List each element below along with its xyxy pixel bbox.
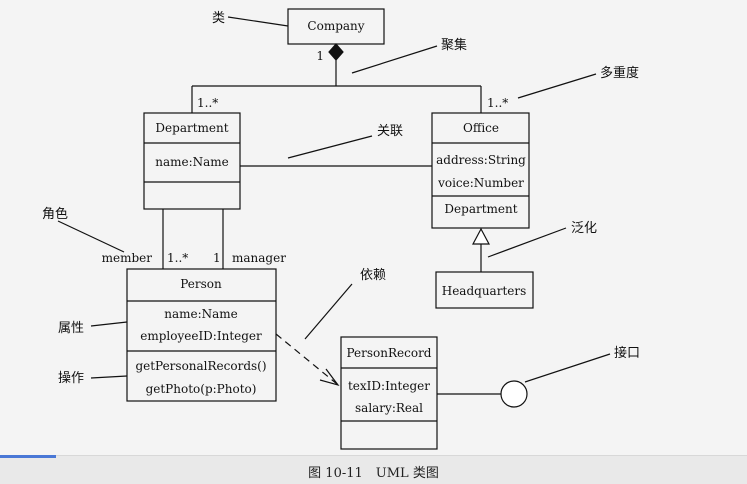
office-multiplicity: 1..*	[487, 96, 508, 110]
department-class-box	[143, 112, 241, 210]
generalization-triangle	[472, 227, 490, 245]
manager-role: manager	[232, 251, 286, 265]
annotation-interface: 接口	[614, 345, 640, 361]
figure-caption: 图 10-11 UML 类图	[308, 466, 439, 481]
annotation-attribute: 属性	[58, 321, 84, 336]
department-class-name: Department	[155, 121, 228, 135]
caption-bar	[0, 455, 747, 484]
personrecord-attribute: salary:Real	[355, 401, 423, 415]
personrecord-class-box	[340, 336, 438, 450]
department-multiplicity: 1..*	[197, 96, 218, 110]
annotation-dependency: 依赖	[360, 268, 386, 283]
headquarters-class-name: Headquarters	[442, 284, 527, 298]
member-multiplicity: 1..*	[167, 251, 188, 265]
dependency-arrowhead	[319, 368, 340, 387]
office-class-name: Office	[463, 121, 499, 135]
interface-circle	[500, 380, 528, 408]
office-class-box	[431, 112, 530, 229]
aggregation-lines	[191, 60, 482, 113]
person-class-name: Person	[180, 277, 222, 291]
aggregation-diamond	[328, 43, 344, 61]
company-class-name: Company	[307, 19, 364, 33]
department-attribute: name:Name	[155, 155, 229, 169]
person-operation: getPersonalRecords()	[135, 359, 266, 373]
personrecord-attribute: texID:Integer	[348, 379, 430, 393]
annotation-association: 关联	[377, 124, 403, 139]
personrecord-class-name: PersonRecord	[347, 346, 432, 360]
annotation-operation: 操作	[58, 370, 84, 386]
company-multiplicity: 1	[316, 49, 324, 63]
annotation-generalization: 泛化	[571, 221, 597, 236]
playback-progress-bar[interactable]	[0, 455, 57, 458]
annotation-role: 角色	[42, 206, 68, 222]
person-class-box	[126, 268, 277, 402]
person-operation: getPhoto(p:Photo)	[146, 382, 257, 396]
person-attribute: name:Name	[164, 307, 238, 321]
member-role: member	[102, 251, 153, 265]
annotation-aggregation: 聚集	[441, 37, 467, 53]
annotation-class: 类	[212, 11, 225, 26]
office-operation: Department	[444, 202, 517, 216]
person-attribute: employeeID:Integer	[140, 329, 262, 343]
office-attribute: address:String	[436, 153, 526, 167]
annotation-multiplicity: 多重度	[600, 65, 639, 81]
manager-multiplicity: 1	[213, 251, 221, 265]
office-attribute: voice:Number	[437, 176, 524, 190]
dependency-line	[275, 333, 338, 385]
headquarters-class-box	[435, 271, 534, 309]
